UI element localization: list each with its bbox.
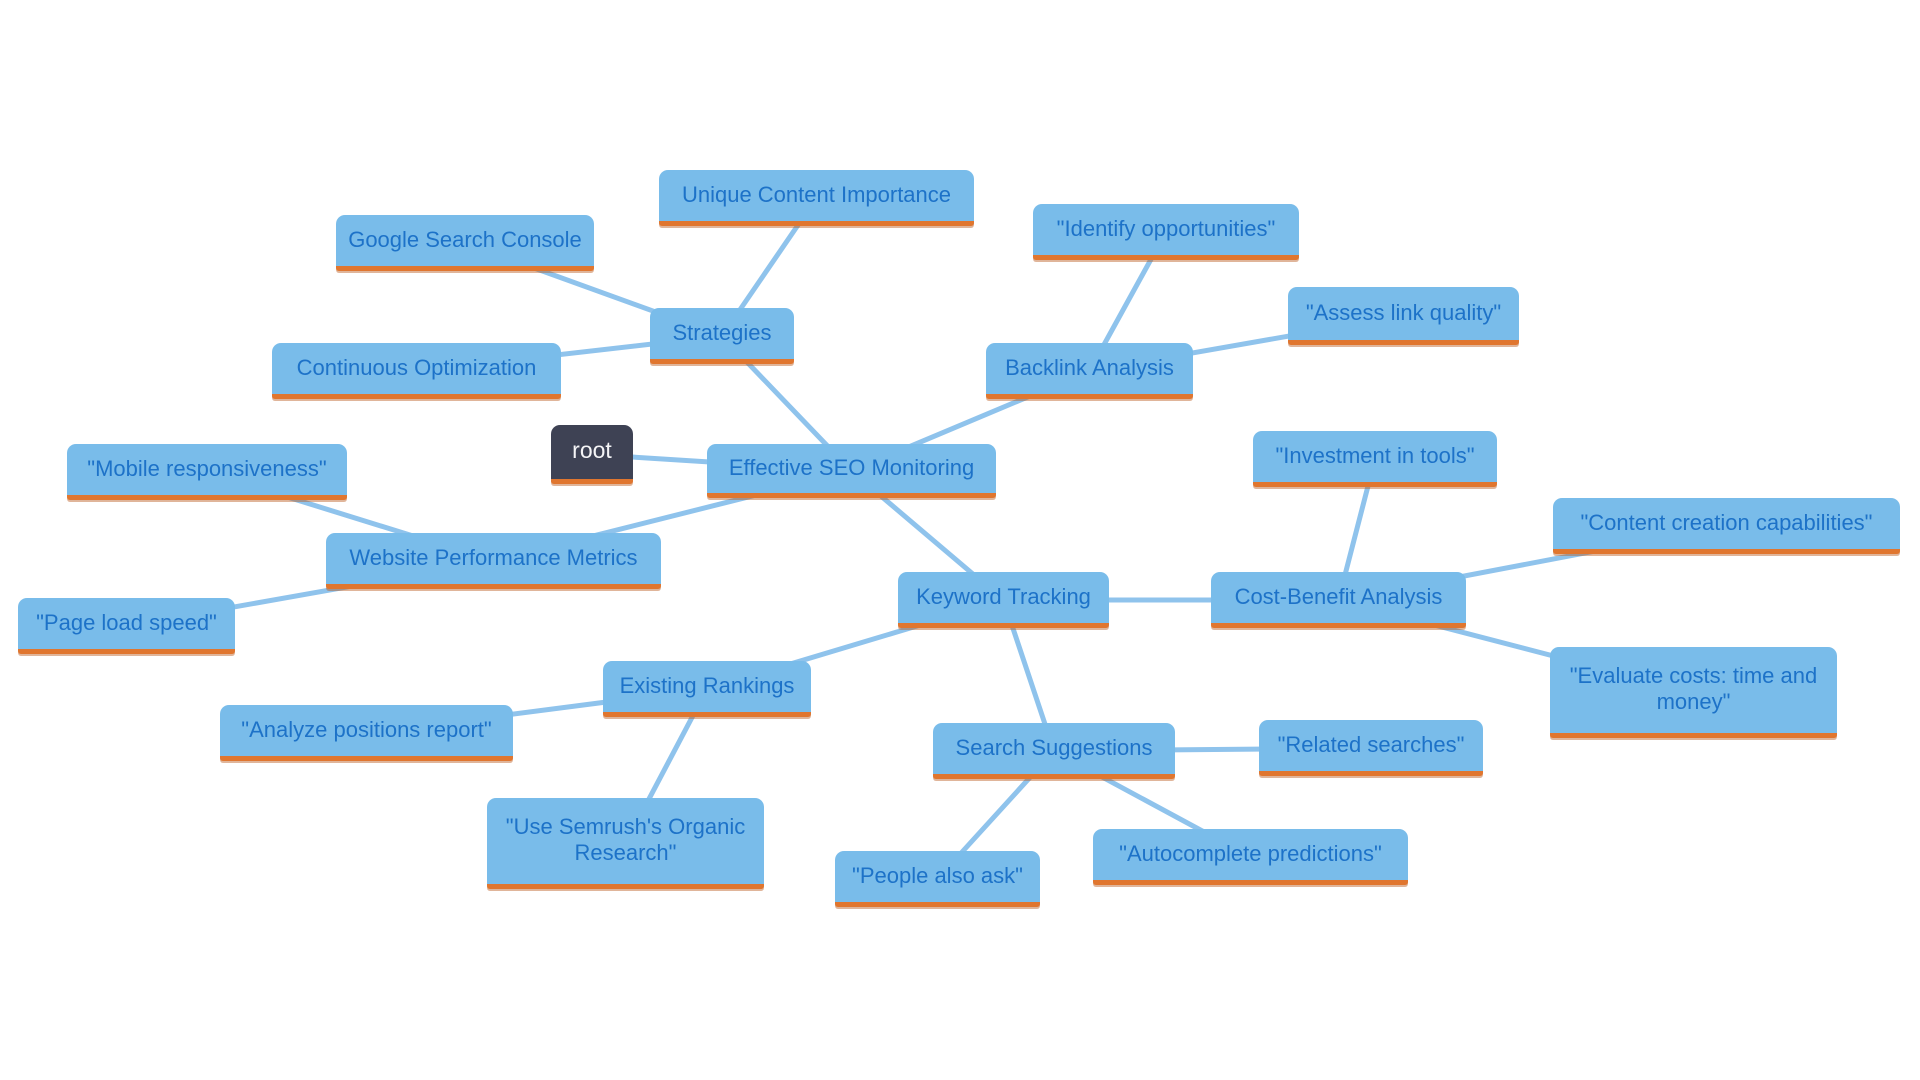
node-unique-content-importance[interactable]: Unique Content Importance (659, 170, 974, 226)
node-google-search-console[interactable]: Google Search Console (336, 215, 594, 271)
node-autocomplete-predictions[interactable]: "Autocomplete predictions" (1093, 829, 1408, 885)
node-page-load-speed[interactable]: "Page load speed" (18, 598, 235, 654)
node-strategies[interactable]: Strategies (650, 308, 794, 364)
node-assess-link-quality[interactable]: "Assess link quality" (1288, 287, 1519, 345)
node-backlink-analysis[interactable]: Backlink Analysis (986, 343, 1193, 399)
node-identify-opportunities[interactable]: "Identify opportunities" (1033, 204, 1299, 260)
node-evaluate-costs-time-and-money[interactable]: "Evaluate costs: time and money" (1550, 647, 1837, 738)
node-existing-rankings[interactable]: Existing Rankings (603, 661, 811, 717)
node-website-performance-metrics[interactable]: Website Performance Metrics (326, 533, 661, 589)
node-investment-in-tools[interactable]: "Investment in tools" (1253, 431, 1497, 487)
node-effective-seo-monitoring[interactable]: Effective SEO Monitoring (707, 444, 996, 498)
node-mobile-responsiveness[interactable]: "Mobile responsiveness" (67, 444, 347, 500)
node-related-searches[interactable]: "Related searches" (1259, 720, 1483, 776)
node-people-also-ask[interactable]: "People also ask" (835, 851, 1040, 907)
node-continuous-optimization[interactable]: Continuous Optimization (272, 343, 561, 399)
node-analyze-positions-report[interactable]: "Analyze positions report" (220, 705, 513, 761)
node-cost-benefit-analysis[interactable]: Cost-Benefit Analysis (1211, 572, 1466, 628)
node-use-semrushs-organic-research[interactable]: "Use Semrush's Organic Research" (487, 798, 764, 889)
node-content-creation-capabilities[interactable]: "Content creation capabilities" (1553, 498, 1900, 554)
node-search-suggestions[interactable]: Search Suggestions (933, 723, 1175, 779)
node-keyword-tracking[interactable]: Keyword Tracking (898, 572, 1109, 628)
node-root[interactable]: root (551, 425, 633, 484)
